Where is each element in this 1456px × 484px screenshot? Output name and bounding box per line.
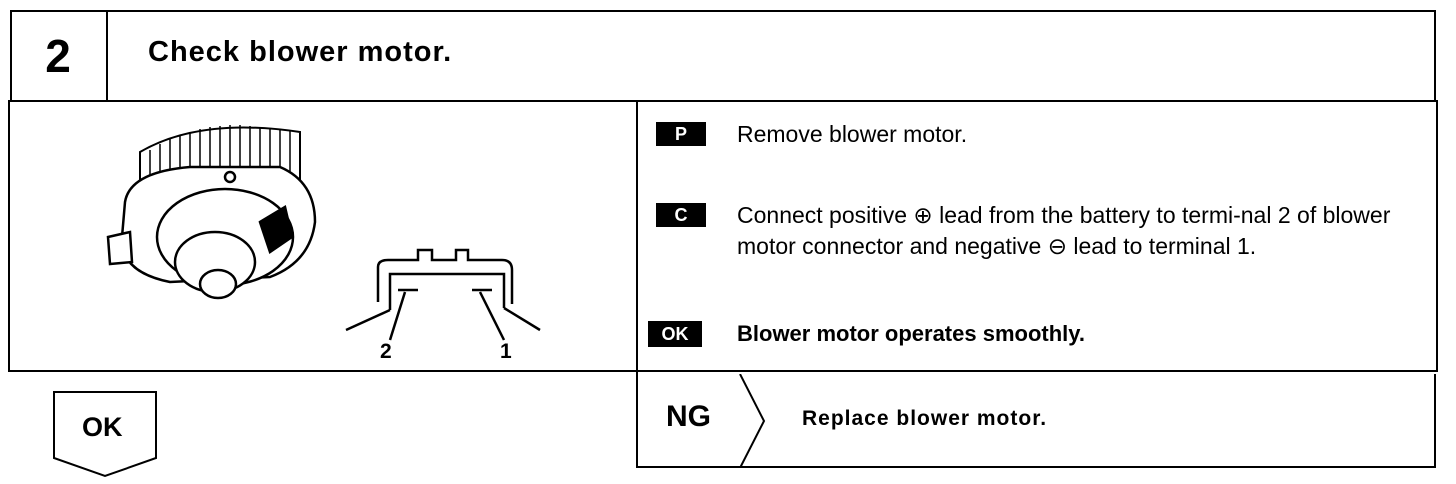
ok-label: OK (82, 412, 123, 442)
check-badge: C (656, 203, 706, 227)
ok-flow-arrow-icon (53, 391, 157, 478)
step-title: Check blower motor. (148, 36, 453, 68)
column-divider (636, 100, 638, 468)
ng-arrow-icon (739, 374, 766, 468)
instruction-result: Blower motor operates smoothly. (737, 321, 1085, 346)
ng-label: NG (666, 400, 711, 433)
step-body (8, 100, 1438, 372)
terminal-1-label: 1 (500, 340, 512, 363)
ng-action: Replace blower motor. (802, 407, 1048, 430)
step-number: 2 (10, 10, 108, 102)
instruction-connect: Connect positive ⊕ lead from the battery… (737, 202, 1391, 259)
procedure-badge: P (656, 122, 706, 146)
ok-badge: OK (648, 321, 702, 347)
ng-result-box (636, 374, 1436, 468)
terminal-2-label: 2 (380, 340, 392, 363)
blower-motor-illustration (106, 125, 541, 341)
motor-housing-icon (106, 165, 317, 300)
connector-icon (345, 248, 541, 341)
instruction-remove: Remove blower motor. (737, 121, 968, 147)
